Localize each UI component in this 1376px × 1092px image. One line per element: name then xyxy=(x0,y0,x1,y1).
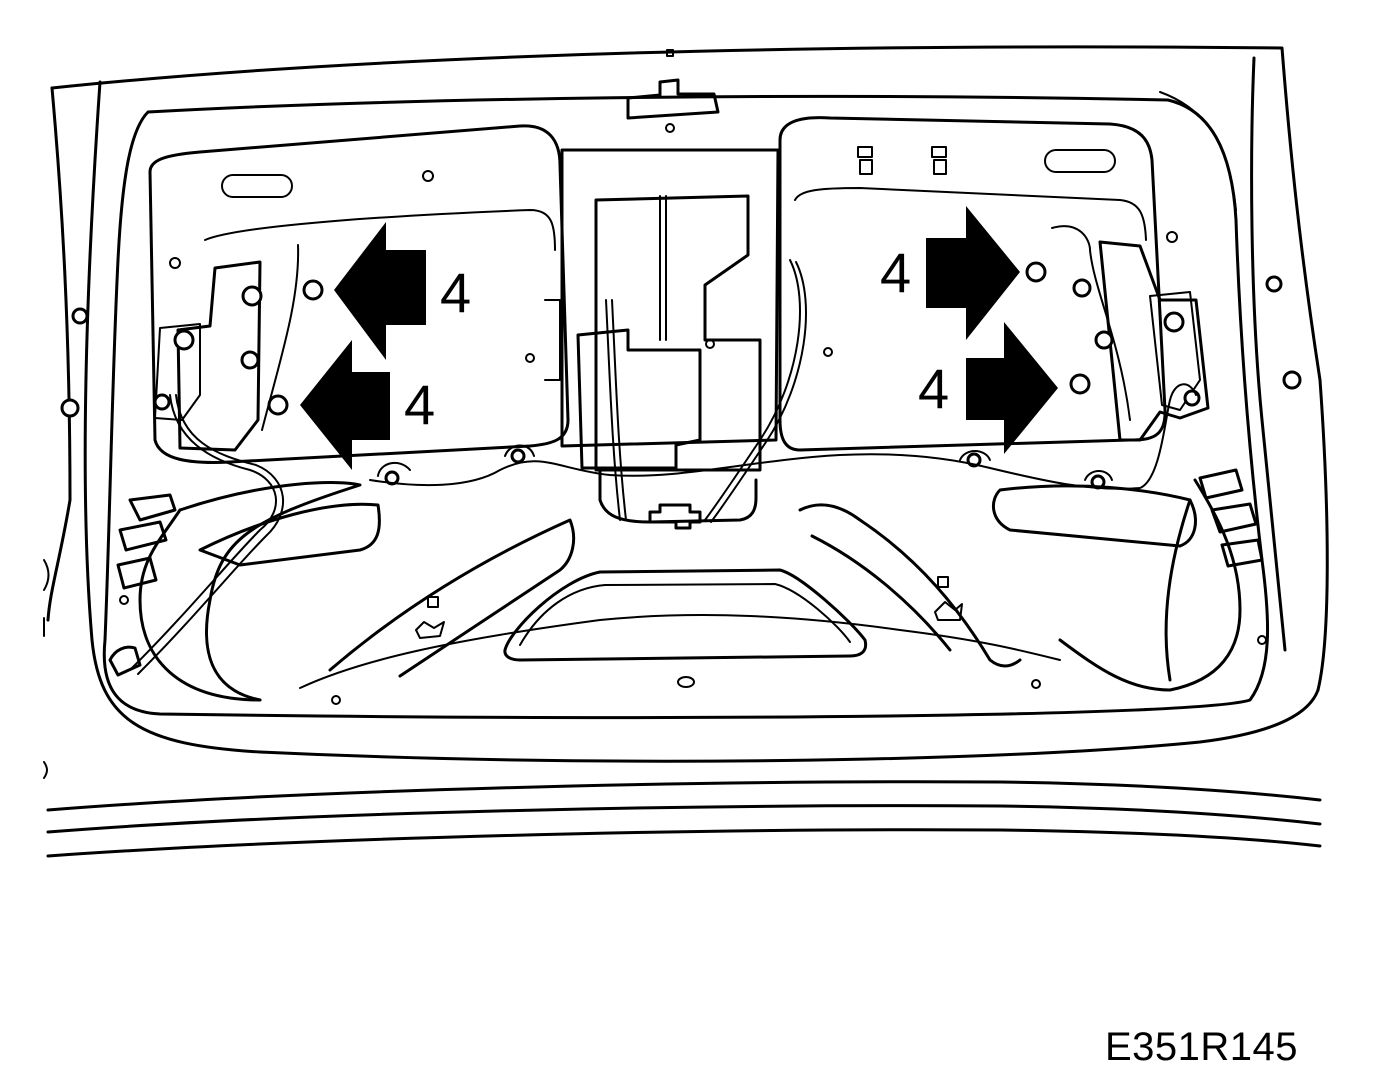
lower-panel-stampings xyxy=(119,478,1267,705)
figure-reference-code: E351R145 xyxy=(1104,1025,1298,1069)
stud-left-c xyxy=(240,350,260,370)
stud-left-d xyxy=(267,394,289,416)
center-lock-housing xyxy=(560,49,780,530)
callout-label-right-lower: 4 xyxy=(918,357,949,420)
side-rubber-buffers xyxy=(108,468,1264,677)
wiring-harness xyxy=(129,259,1197,675)
callout-label-right-upper: 4 xyxy=(880,241,911,304)
callout-arrow-right-upper xyxy=(926,206,1020,340)
inner-panel-outline xyxy=(102,94,1270,720)
trunk-lid-outline xyxy=(46,45,1329,763)
stud-left-a xyxy=(241,285,263,307)
bumper-edge-lines xyxy=(43,559,1322,858)
callout-arrow-right-lower xyxy=(966,322,1058,454)
fastener-studs xyxy=(60,261,1302,490)
callout-label-left-upper: 4 xyxy=(440,261,471,324)
right-access-opening xyxy=(778,116,1178,452)
left-access-opening xyxy=(148,124,570,464)
callout-arrow-left-upper xyxy=(334,222,426,360)
stud-left-b xyxy=(302,279,324,301)
callout-arrow-left-lower xyxy=(300,340,390,470)
callout-label-left-lower: 4 xyxy=(404,373,435,436)
stud-right-b xyxy=(1072,278,1092,298)
stud-right-c xyxy=(1094,330,1114,350)
right-hinge-bracket xyxy=(1051,225,1210,442)
stud-right-a xyxy=(1025,261,1047,283)
stud-right-d xyxy=(1069,373,1091,395)
